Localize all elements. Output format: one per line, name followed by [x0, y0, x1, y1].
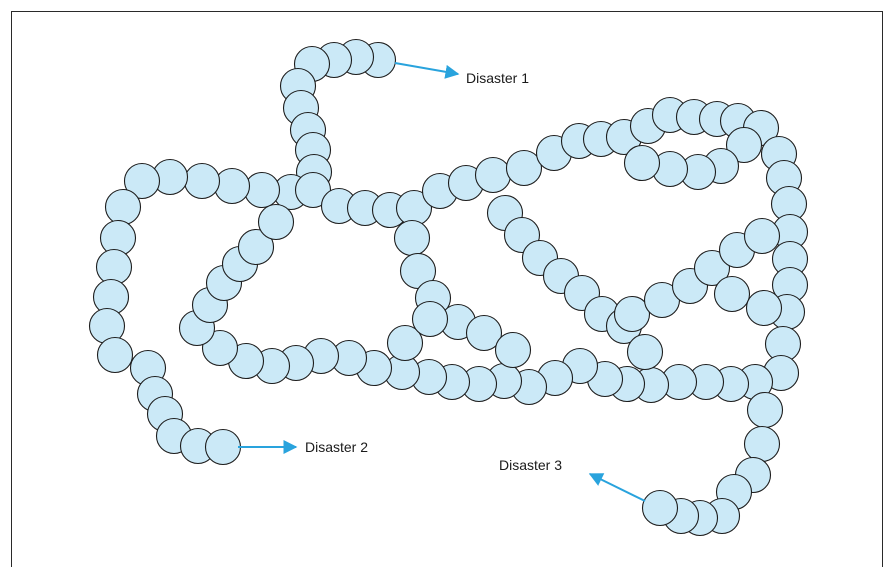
bead: [215, 169, 250, 204]
disaster-2-label: Disaster 2: [305, 439, 368, 455]
bead: [259, 205, 294, 240]
bead: [748, 393, 783, 428]
bead: [625, 146, 660, 181]
bead: [715, 277, 750, 312]
bead-chain: [90, 40, 808, 536]
bead: [628, 335, 663, 370]
disaster-1-arrow: [395, 63, 458, 74]
bead: [245, 173, 280, 208]
bead: [185, 164, 220, 199]
disaster-3-arrow: [590, 474, 645, 501]
disaster-3-label: Disaster 3: [499, 457, 562, 473]
bead: [745, 427, 780, 462]
bead: [106, 190, 141, 225]
bead: [395, 221, 430, 256]
bead: [747, 291, 782, 326]
bead: [476, 158, 511, 193]
disaster-1-label: Disaster 1: [466, 70, 529, 86]
bead: [413, 302, 448, 337]
bead: [496, 333, 531, 368]
bead: [643, 491, 678, 526]
bead: [98, 338, 133, 373]
bead: [745, 219, 780, 254]
bead: [206, 430, 241, 465]
